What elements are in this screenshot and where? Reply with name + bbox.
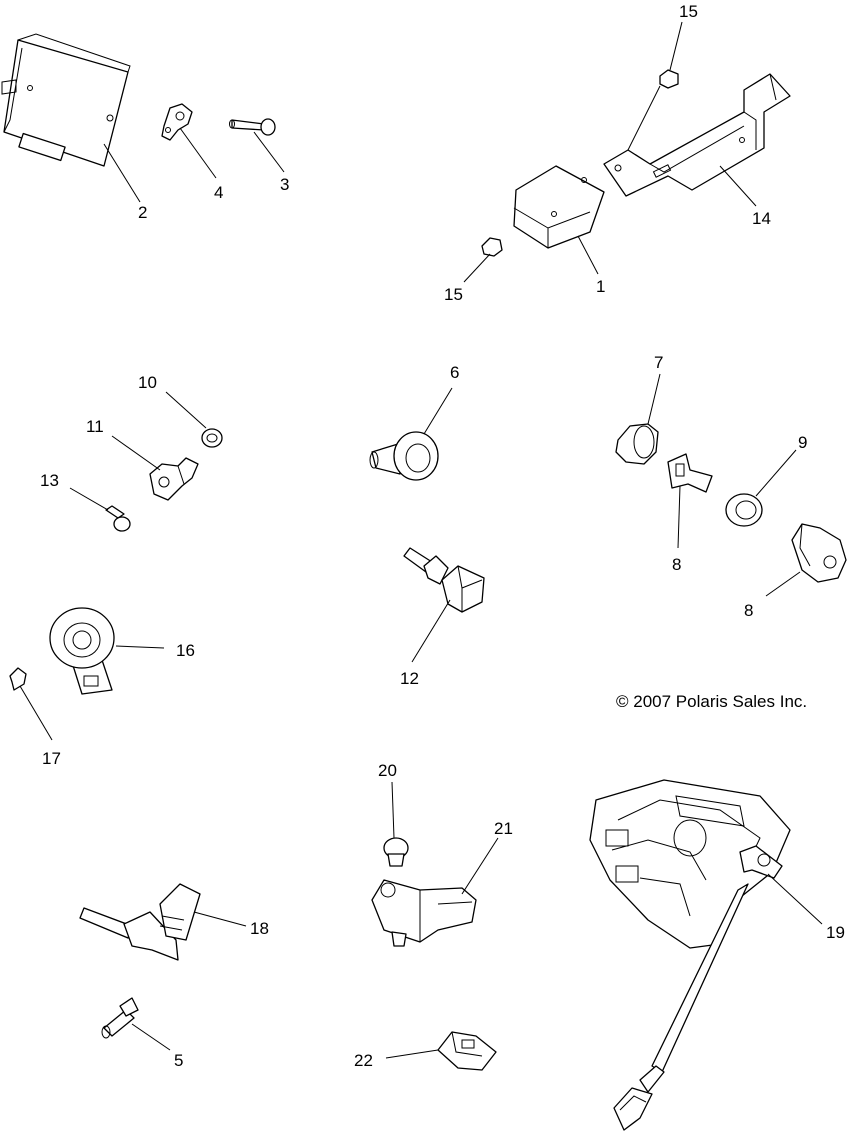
callout-18: 18 (250, 919, 269, 938)
callout-6: 6 (450, 363, 459, 382)
leader-8-key (677, 485, 681, 549)
part-13-screw (105, 505, 131, 532)
callout-10: 10 (138, 373, 157, 392)
callout-15-bottom: 15 (444, 285, 463, 304)
callout-22: 22 (354, 1051, 373, 1070)
part-15-grommet-bottom (481, 237, 503, 257)
leader-14 (719, 165, 757, 207)
leader-15-top (669, 21, 683, 71)
leader-22 (385, 1049, 439, 1059)
part-4-clamp (161, 103, 193, 141)
callout-20: 20 (378, 761, 397, 780)
callout-2: 2 (138, 203, 147, 222)
leader-1 (577, 235, 599, 275)
part-10-o-ring (201, 428, 223, 448)
part-7-cap (615, 423, 659, 465)
leader-9 (755, 449, 797, 497)
leader-20 (391, 781, 395, 839)
leader-15-bottom (463, 253, 491, 283)
callout-19: 19 (826, 923, 845, 942)
leader-4 (179, 127, 217, 179)
part-12-temp-sender (403, 547, 485, 613)
part-15-grommet-top (659, 69, 679, 89)
leader-17 (19, 685, 53, 741)
part-9-nut (725, 493, 763, 527)
part-6-sensor (369, 431, 439, 481)
callout-3: 3 (280, 175, 289, 194)
leader-8-switch (765, 571, 801, 597)
part-2-ecu-box (1, 33, 131, 167)
leader-11 (111, 435, 161, 471)
leader-5 (131, 1023, 171, 1051)
leader-12 (411, 599, 451, 663)
part-11-sensor (149, 457, 199, 501)
callout-8-key: 8 (672, 555, 681, 574)
part-21-map-sensor (371, 879, 477, 947)
leader-16 (115, 645, 165, 649)
part-3-bolt (229, 118, 276, 136)
part-8-ignition-switch (791, 523, 847, 583)
part-5-t-bolt (101, 997, 139, 1039)
leader-6 (423, 387, 453, 435)
leader-21 (461, 837, 499, 895)
callout-11: 11 (86, 417, 104, 436)
callout-17: 17 (42, 749, 61, 768)
callout-8-switch: 8 (744, 601, 753, 620)
leader-13 (69, 487, 109, 511)
callout-9: 9 (798, 433, 807, 452)
callout-12: 12 (400, 669, 419, 688)
callout-16: 16 (176, 641, 195, 660)
copyright-notice: © 2007 Polaris Sales Inc. (616, 692, 807, 711)
part-20-bolt (383, 837, 409, 867)
callout-5: 5 (174, 1051, 183, 1070)
callout-15-top: 15 (679, 2, 698, 21)
part-22-switch (437, 1031, 497, 1071)
callout-13: 13 (40, 471, 59, 490)
part-17-clip (9, 667, 27, 691)
part-1-module (513, 165, 605, 249)
callout-4: 4 (214, 183, 223, 202)
callout-1: 1 (596, 277, 605, 296)
callout-14: 14 (752, 209, 771, 228)
callout-7: 7 (654, 353, 663, 372)
part-14-bracket (603, 73, 791, 197)
part-18-speed-sensor (79, 883, 201, 961)
part-8-key (667, 453, 713, 493)
leader-18 (193, 911, 247, 927)
leader-10 (165, 391, 207, 429)
leader-2 (103, 143, 141, 203)
leader-3 (253, 131, 285, 173)
part-19-throttle-sensor (589, 779, 791, 1131)
callout-21: 21 (494, 819, 513, 838)
leader-19 (767, 873, 823, 925)
part-16-knock-sensor (49, 607, 115, 695)
leader-7 (647, 373, 661, 425)
